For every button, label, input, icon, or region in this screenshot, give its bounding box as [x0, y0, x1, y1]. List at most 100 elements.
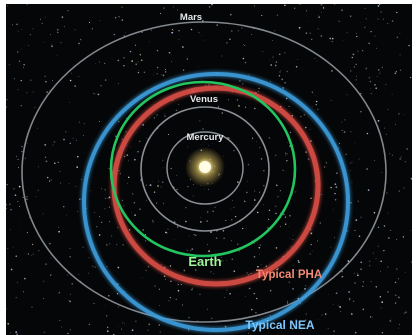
star	[56, 28, 59, 31]
star	[310, 140, 312, 142]
star	[132, 193, 134, 195]
star	[190, 249, 192, 252]
star	[189, 235, 191, 237]
star	[264, 308, 265, 310]
star	[248, 332, 250, 334]
star	[173, 6, 174, 8]
star	[141, 277, 143, 279]
star	[298, 26, 301, 29]
star	[275, 261, 277, 263]
star	[370, 87, 372, 89]
star	[255, 141, 257, 143]
star	[200, 217, 202, 219]
star	[67, 10, 69, 12]
star	[121, 6, 123, 8]
star	[255, 312, 257, 314]
star	[237, 30, 239, 32]
star	[104, 208, 106, 210]
star	[304, 319, 307, 321]
star	[306, 10, 308, 12]
star	[311, 38, 313, 40]
star	[50, 274, 52, 276]
star	[410, 177, 412, 180]
star	[299, 303, 301, 305]
star	[365, 18, 367, 20]
star	[186, 58, 188, 60]
star	[44, 156, 47, 159]
star	[164, 115, 166, 118]
star	[12, 246, 14, 248]
star	[129, 50, 132, 53]
star	[382, 18, 385, 21]
star	[69, 102, 71, 103]
star	[367, 189, 370, 191]
star	[21, 29, 23, 30]
star	[396, 36, 399, 39]
star	[58, 291, 61, 294]
star	[398, 323, 400, 325]
star	[10, 229, 11, 230]
star	[237, 181, 239, 183]
star	[276, 14, 279, 16]
star	[177, 289, 180, 292]
star	[207, 188, 209, 190]
star	[82, 246, 84, 248]
star	[398, 327, 399, 329]
star	[371, 316, 373, 318]
star	[307, 21, 309, 22]
star	[103, 62, 106, 65]
star	[243, 200, 246, 203]
star	[366, 132, 369, 135]
star	[158, 288, 160, 290]
star	[229, 292, 231, 295]
star	[221, 112, 224, 114]
star	[14, 194, 17, 196]
mars-label: Mars	[180, 12, 202, 23]
star	[50, 275, 51, 277]
star	[212, 210, 214, 212]
star	[227, 99, 229, 101]
star	[170, 280, 172, 282]
star	[227, 137, 229, 139]
star	[285, 270, 287, 272]
star	[244, 61, 247, 64]
star	[236, 99, 239, 101]
star	[69, 248, 71, 250]
star	[366, 245, 368, 246]
star	[91, 28, 93, 30]
star	[7, 5, 9, 7]
star	[50, 34, 51, 35]
star	[108, 206, 111, 208]
star	[350, 313, 353, 315]
star	[78, 42, 80, 45]
star	[159, 305, 161, 307]
star	[131, 60, 134, 62]
star	[328, 294, 330, 295]
star	[253, 5, 255, 7]
star	[178, 103, 180, 105]
star	[226, 289, 228, 291]
star	[75, 186, 77, 187]
star	[163, 275, 166, 277]
star	[265, 311, 266, 313]
star	[368, 77, 371, 79]
star	[253, 292, 256, 295]
star	[49, 242, 51, 245]
star	[283, 213, 285, 216]
star	[180, 283, 182, 286]
star	[43, 41, 45, 43]
star	[258, 246, 261, 249]
star	[74, 85, 76, 87]
star	[375, 87, 377, 89]
star	[207, 145, 209, 147]
star	[325, 162, 327, 164]
star	[122, 244, 124, 246]
star	[224, 297, 225, 298]
star	[320, 194, 322, 196]
star	[354, 142, 356, 144]
star	[175, 109, 178, 112]
star	[185, 220, 187, 223]
star	[332, 208, 334, 210]
star	[270, 64, 273, 66]
star	[267, 218, 270, 221]
